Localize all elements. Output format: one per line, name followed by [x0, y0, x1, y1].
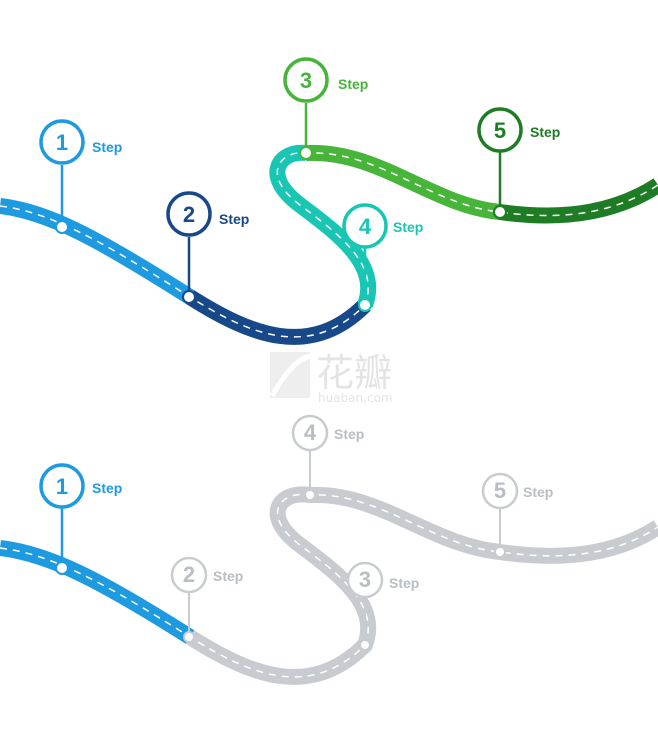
- top-step-4-label: Step: [393, 219, 423, 235]
- top-step-3-number: 3: [300, 68, 312, 93]
- top-step-1-number: 1: [56, 130, 68, 155]
- top-step-3-marker: 3 Step: [283, 57, 368, 160]
- bottom-roadmap: 1 Step 2 Step 3 Step 4 Step: [0, 414, 658, 685]
- bottom-step-5-number: 5: [494, 478, 506, 503]
- bottom-step-2-label: Step: [213, 568, 243, 584]
- bottom-step-4-marker: 4 Step: [291, 414, 364, 501]
- top-step-3-label: Step: [338, 76, 368, 92]
- top-roadmap: 1 Step 2 Step 3 Step 4 Step: [0, 57, 658, 345]
- bottom-step-5-marker: 5 Step: [481, 472, 553, 558]
- top-step-2-marker: 2 Step: [166, 191, 249, 304]
- bottom-step-3-marker: 3 Step: [346, 561, 419, 651]
- top-step-2-label: Step: [219, 211, 249, 227]
- bottom-step-1-marker: 1 Step: [39, 463, 122, 575]
- top-step-2-number: 2: [183, 202, 195, 227]
- watermark-logo-icon: [269, 352, 311, 398]
- top-road-segment-navy: [185, 290, 371, 345]
- bottom-step-2-marker: 2 Step: [170, 556, 243, 643]
- bottom-step-1-label: Step: [92, 480, 122, 496]
- top-step-1-label: Step: [92, 139, 122, 155]
- watermark-brand: 花瓣: [316, 351, 392, 395]
- top-step-5-label: Step: [530, 124, 560, 140]
- top-road-segment-blue: [0, 198, 195, 304]
- bottom-road-dashes: [0, 493, 658, 678]
- bottom-step-3-number: 3: [359, 567, 371, 592]
- bottom-step-4-label: Step: [334, 426, 364, 442]
- top-road-segment-dark-green: [498, 178, 658, 224]
- top-road-segment-green: [305, 144, 501, 220]
- top-road-dashes: [0, 152, 658, 338]
- bottom-step-1-number: 1: [56, 474, 68, 499]
- watermark-site: huaban.com: [318, 391, 393, 405]
- bottom-step-2-number: 2: [183, 562, 195, 587]
- bottom-road-segment-blue: [0, 540, 195, 644]
- top-step-1-marker: 1 Step: [39, 119, 122, 234]
- bottom-step-4-number: 4: [304, 420, 317, 445]
- top-step-4-number: 4: [359, 214, 372, 239]
- bottom-step-5-label: Step: [523, 484, 553, 500]
- bottom-road-segment-gray: [185, 486, 658, 685]
- top-step-4-marker: 4 Step: [342, 203, 423, 312]
- bottom-step-3-label: Step: [389, 575, 419, 591]
- watermark: 花瓣 huaban.com: [269, 351, 393, 405]
- top-step-5-marker: 5 Step: [477, 107, 560, 219]
- top-step-5-number: 5: [494, 118, 506, 143]
